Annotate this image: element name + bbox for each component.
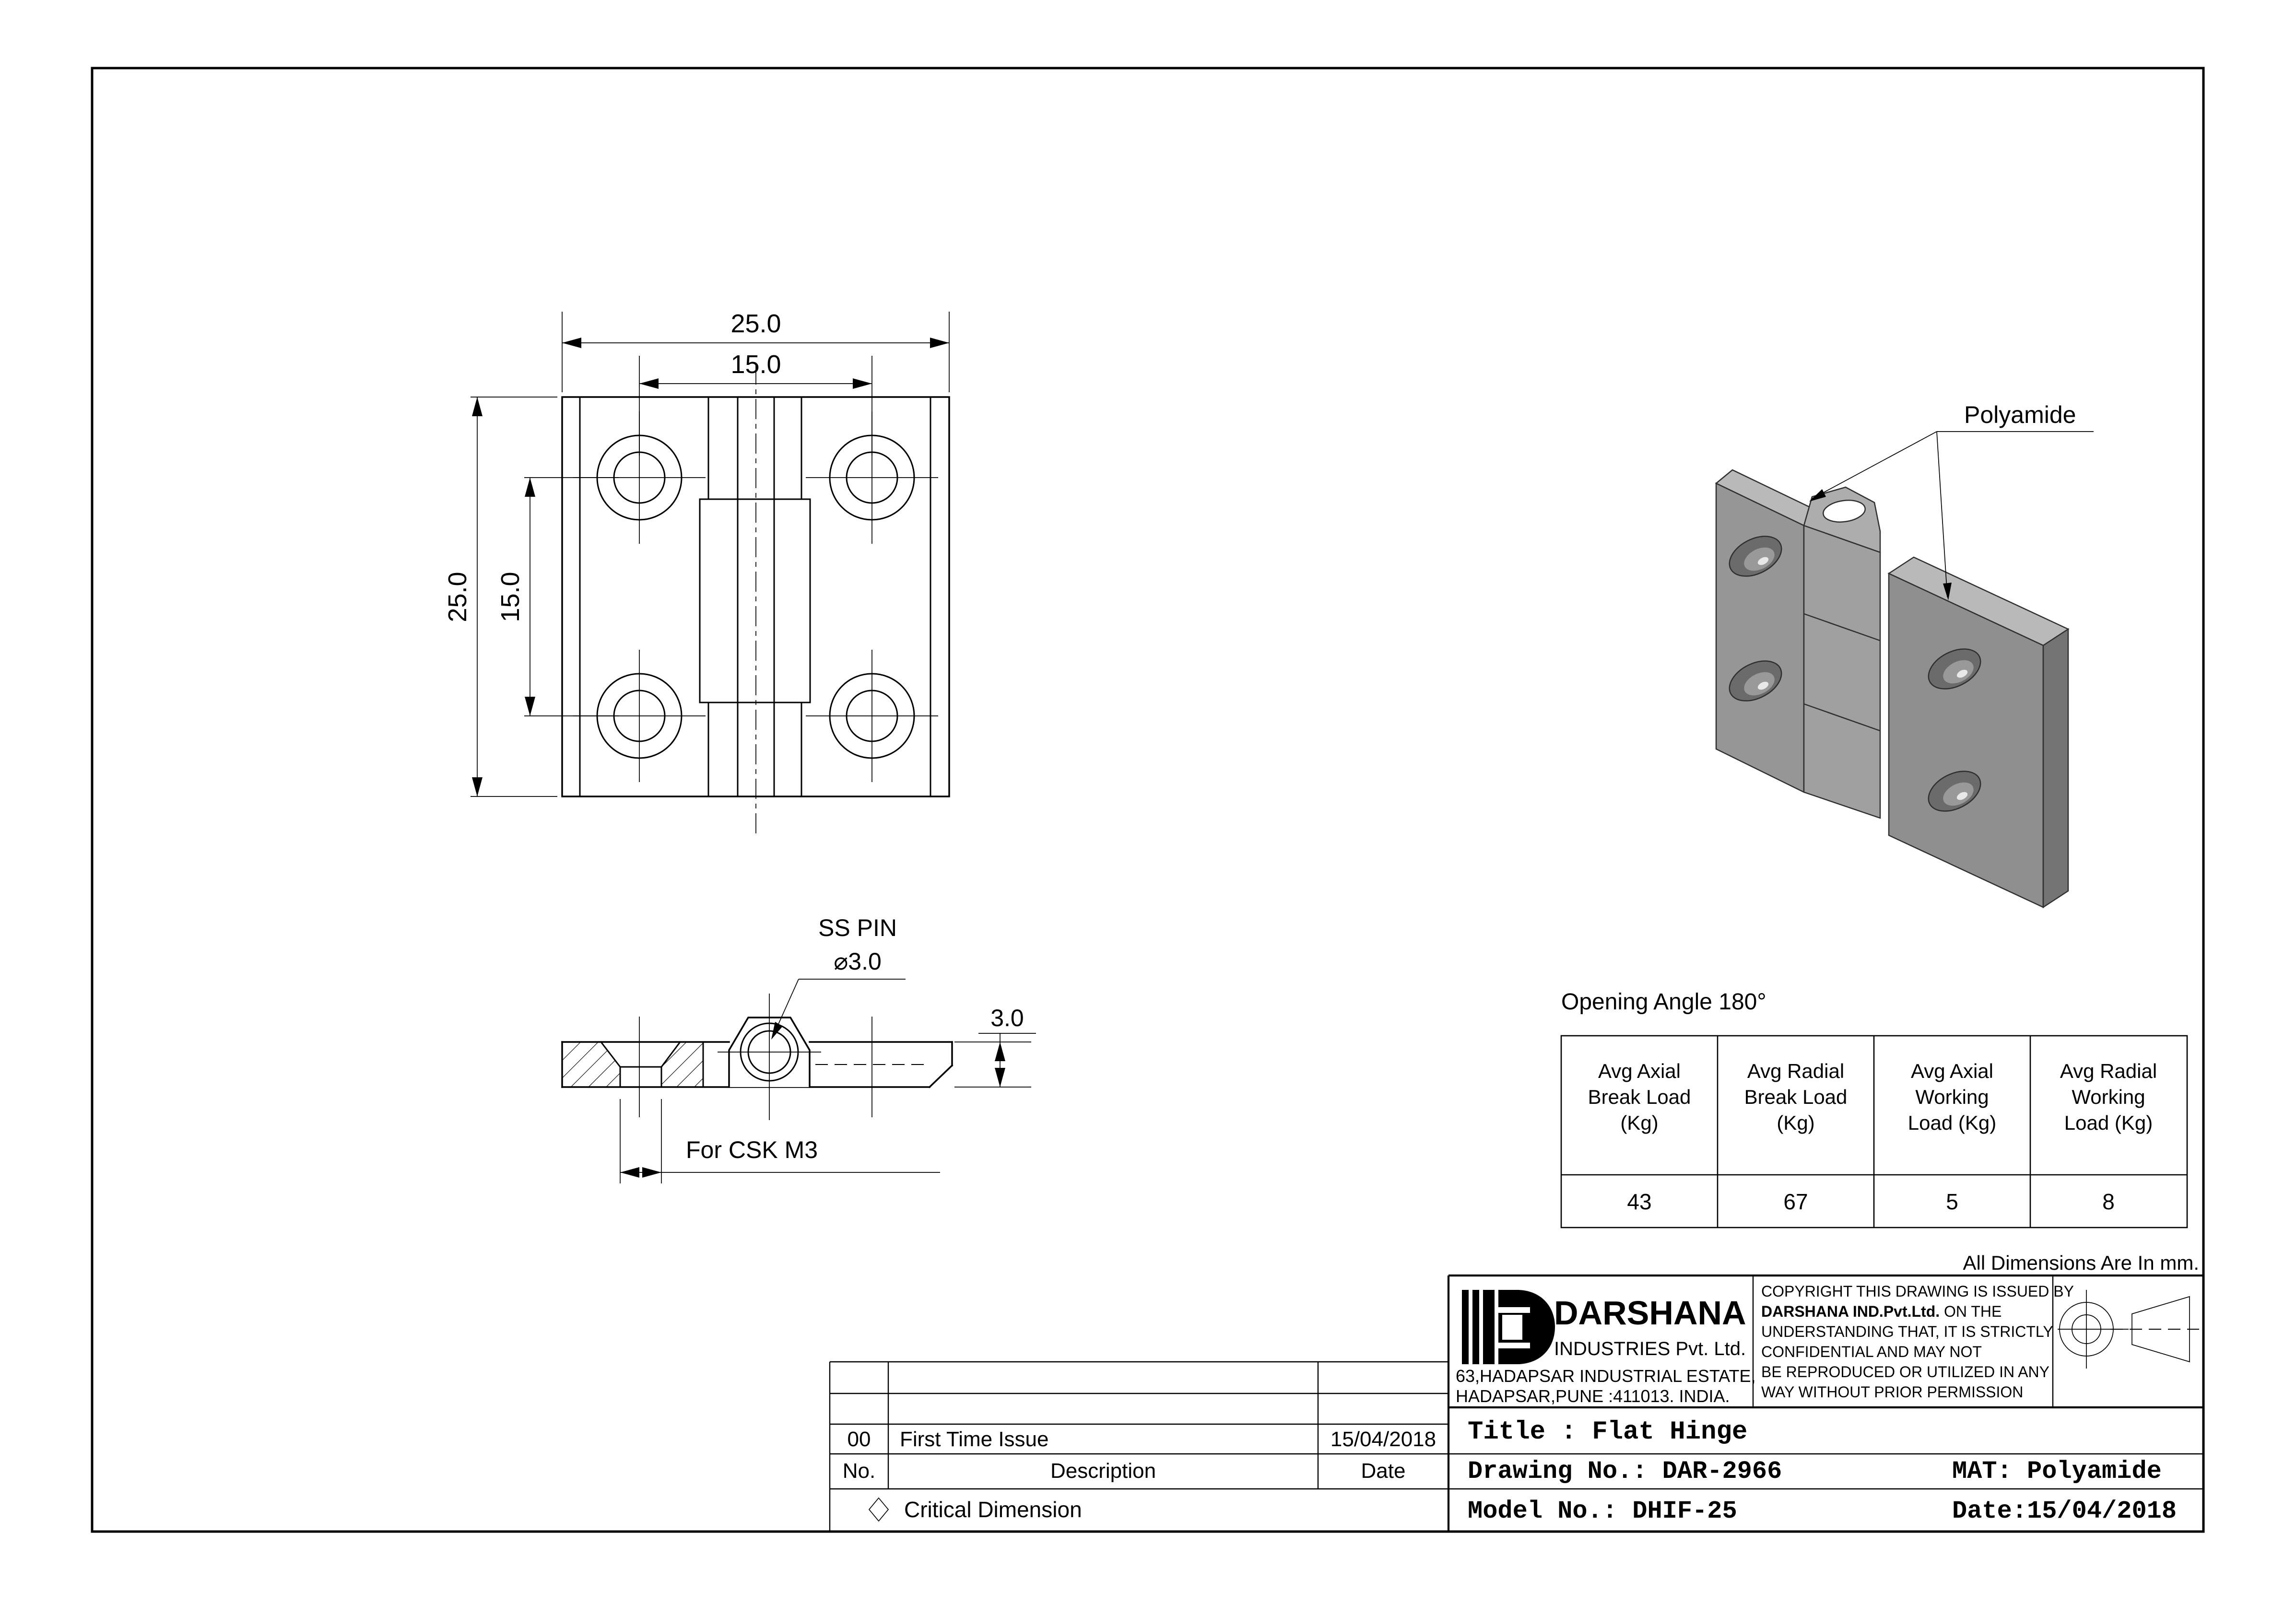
copyright-line-4: CONFIDENTIAL AND MAY NOT bbox=[1761, 1343, 1982, 1360]
copyright-line-1: COPYRIGHT THIS DRAWING IS ISSUED BY bbox=[1761, 1283, 2074, 1300]
svg-text:Working: Working bbox=[2072, 1086, 2145, 1108]
pin-label: SS PIN bbox=[818, 914, 897, 941]
revision-date: 15/04/2018 bbox=[1331, 1427, 1436, 1451]
revision-col-date: Date bbox=[1361, 1459, 1406, 1483]
side-view-plate bbox=[561, 1041, 954, 1088]
copyright-line-2-rest: ON THE bbox=[1940, 1303, 2002, 1320]
critical-dimension-row: Critical Dimension bbox=[868, 1497, 1082, 1522]
revision-col-description: Description bbox=[1050, 1459, 1156, 1483]
pin-diameter-label: ⌀3.0 bbox=[834, 948, 882, 975]
critical-dimension-icon bbox=[868, 1497, 889, 1522]
iso-hinge-body bbox=[1715, 469, 2070, 909]
load-table-header-radial-break: Avg Radial Break Load (Kg) bbox=[1744, 1060, 1848, 1134]
drawing-title: Title : Flat Hinge bbox=[1468, 1417, 1747, 1447]
critical-dimension-note: Critical Dimension bbox=[904, 1497, 1082, 1522]
revision-col-no: No. bbox=[843, 1459, 875, 1483]
company-cell: DARSHANA INDUSTRIES Pvt. Ltd. 63,HADAPSA… bbox=[1456, 1290, 1755, 1406]
revision-no: 00 bbox=[848, 1427, 871, 1451]
dim-height-outer-value: 25.0 bbox=[443, 572, 472, 622]
copyright-cell: COPYRIGHT THIS DRAWING IS ISSUED BY DARS… bbox=[1761, 1283, 2074, 1401]
title-block: DARSHANA INDUSTRIES Pvt. Ltd. 63,HADAPSA… bbox=[1447, 1274, 2203, 1532]
revision-row: 00 First Time Issue 15/04/2018 bbox=[848, 1427, 1436, 1451]
projection-cone bbox=[2131, 1296, 2190, 1363]
copyright-line-6: WAY WITHOUT PRIOR PERMISSION bbox=[1761, 1383, 2023, 1401]
dimension-height-outer: 25.0 bbox=[443, 397, 557, 797]
svg-text:Load (Kg): Load (Kg) bbox=[2064, 1112, 2153, 1134]
iso-hole-2 bbox=[1729, 660, 1782, 702]
model-number: Model No.: DHIF-25 bbox=[1468, 1497, 1737, 1525]
dimension-thickness: 3.0 bbox=[954, 1005, 1036, 1088]
units-note: All Dimensions Are In mm. bbox=[1963, 1252, 2199, 1274]
dimension-width-outer: 25.0 bbox=[562, 309, 950, 392]
copyright-line-3: UNDERSTANDING THAT, IT IS STRICTLY bbox=[1761, 1323, 2053, 1340]
svg-text:(Kg): (Kg) bbox=[1777, 1112, 1814, 1134]
opening-angle-note: Opening Angle 180° bbox=[1561, 989, 1766, 1015]
copyright-line-5: BE REPRODUCED OR UTILIZED IN ANY bbox=[1761, 1363, 2049, 1381]
svg-text:Avg Axial: Avg Axial bbox=[1911, 1060, 1993, 1082]
pin-callout: SS PIN ⌀3.0 bbox=[771, 914, 906, 1040]
darshana-logo bbox=[1462, 1290, 1555, 1364]
iso-hole-1 bbox=[1729, 536, 1782, 577]
iso-hole-4 bbox=[1928, 771, 1981, 812]
load-table-header-radial-working: Avg Radial Working Load (Kg) bbox=[2060, 1060, 2157, 1134]
side-view: SS PIN ⌀3.0 3.0 For CSK M3 bbox=[561, 914, 1036, 1183]
copyright-company: DARSHANA IND.Pvt.Ltd. bbox=[1761, 1303, 1940, 1320]
sheet-border bbox=[91, 67, 2205, 1533]
revision-description: First Time Issue bbox=[900, 1427, 1049, 1451]
company-name: DARSHANA bbox=[1554, 1294, 1746, 1332]
projection-symbol bbox=[2058, 1290, 2199, 1369]
iso-hole-3 bbox=[1928, 648, 1981, 690]
svg-text:Avg Radial: Avg Radial bbox=[1747, 1060, 1844, 1082]
svg-text:Break Load: Break Load bbox=[1588, 1086, 1691, 1108]
csk-note: For CSK M3 bbox=[686, 1136, 818, 1163]
drawing-material: MAT: Polyamide bbox=[1952, 1457, 2162, 1486]
copyright-line-2: DARSHANA IND.Pvt.Ltd. ON THE bbox=[1761, 1303, 2002, 1320]
company-address-2: HADAPSAR,PUNE :411013. INDIA. bbox=[1456, 1386, 1730, 1406]
load-table: Avg Axial Break Load (Kg) Avg Radial Bre… bbox=[1560, 1035, 2188, 1229]
dim-thickness-value: 3.0 bbox=[990, 1005, 1024, 1031]
iso-view: Polyamide bbox=[1715, 401, 2094, 909]
load-table-header-axial-break: Avg Axial Break Load (Kg) bbox=[1588, 1060, 1691, 1134]
company-type: INDUSTRIES Pvt. Ltd. bbox=[1554, 1338, 1746, 1359]
svg-text:Break Load: Break Load bbox=[1744, 1086, 1848, 1108]
material-callout: Polyamide bbox=[1809, 401, 2094, 600]
load-table-header-axial-working: Avg Axial Working Load (Kg) bbox=[1908, 1060, 1996, 1134]
value-axial-break: 43 bbox=[1627, 1189, 1651, 1214]
front-view-outline bbox=[561, 364, 950, 835]
side-view-knuckle bbox=[718, 994, 821, 1120]
hole-bottom-right bbox=[806, 650, 938, 782]
svg-text:Avg Radial: Avg Radial bbox=[2060, 1060, 2157, 1082]
front-view: 25.0 15.0 25.0 15.0 bbox=[443, 309, 950, 835]
value-radial-working: 8 bbox=[2102, 1189, 2115, 1214]
dim-width-outer-value: 25.0 bbox=[730, 309, 781, 338]
revision-header-row: No. Description Date bbox=[843, 1459, 1406, 1483]
svg-text:Working: Working bbox=[1915, 1086, 1989, 1108]
dim-width-inner-value: 15.0 bbox=[730, 350, 781, 379]
dimension-width-inner: 15.0 bbox=[639, 350, 872, 456]
svg-text:Avg Axial: Avg Axial bbox=[1598, 1060, 1681, 1082]
drawing-number: Drawing No.: DAR-2966 bbox=[1468, 1457, 1782, 1486]
svg-text:(Kg): (Kg) bbox=[1620, 1112, 1658, 1134]
revision-table: 00 First Time Issue 15/04/2018 No. Descr… bbox=[829, 1361, 1448, 1532]
value-axial-working: 5 bbox=[1946, 1189, 1958, 1214]
dim-height-inner-value: 15.0 bbox=[496, 572, 525, 622]
side-view-centerlines bbox=[639, 1017, 926, 1117]
dimension-height-inner: 15.0 bbox=[496, 477, 619, 716]
drawing-date: Date:15/04/2018 bbox=[1952, 1497, 2177, 1525]
company-address-1: 63,HADAPSAR INDUSTRIAL ESTATE, bbox=[1456, 1366, 1755, 1386]
dimension-csk: For CSK M3 bbox=[620, 1099, 940, 1183]
material-label: Polyamide bbox=[1964, 401, 2076, 428]
svg-text:Load (Kg): Load (Kg) bbox=[1908, 1112, 1996, 1134]
pin-hole bbox=[1823, 500, 1866, 523]
value-radial-break: 67 bbox=[1783, 1189, 1808, 1214]
load-table-section: Opening Angle 180° Avg Axial Break Load … bbox=[1560, 989, 2199, 1274]
